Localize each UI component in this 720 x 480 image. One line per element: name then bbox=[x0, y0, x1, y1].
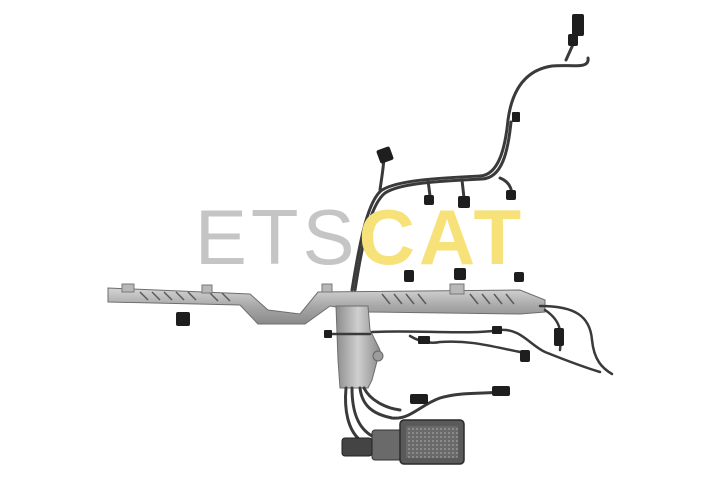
lower-wire-bundle bbox=[344, 386, 502, 442]
main-harness-sleeve bbox=[107, 283, 546, 325]
right-branch-connectors bbox=[324, 326, 564, 362]
upper-connectors bbox=[376, 14, 584, 208]
ecu-connector-block bbox=[341, 419, 465, 465]
lower-connectors bbox=[410, 386, 510, 404]
upper-wire-bundle bbox=[350, 38, 590, 292]
vertical-harness-sleeve bbox=[335, 305, 384, 389]
main-sleeve-connectors bbox=[176, 268, 524, 326]
